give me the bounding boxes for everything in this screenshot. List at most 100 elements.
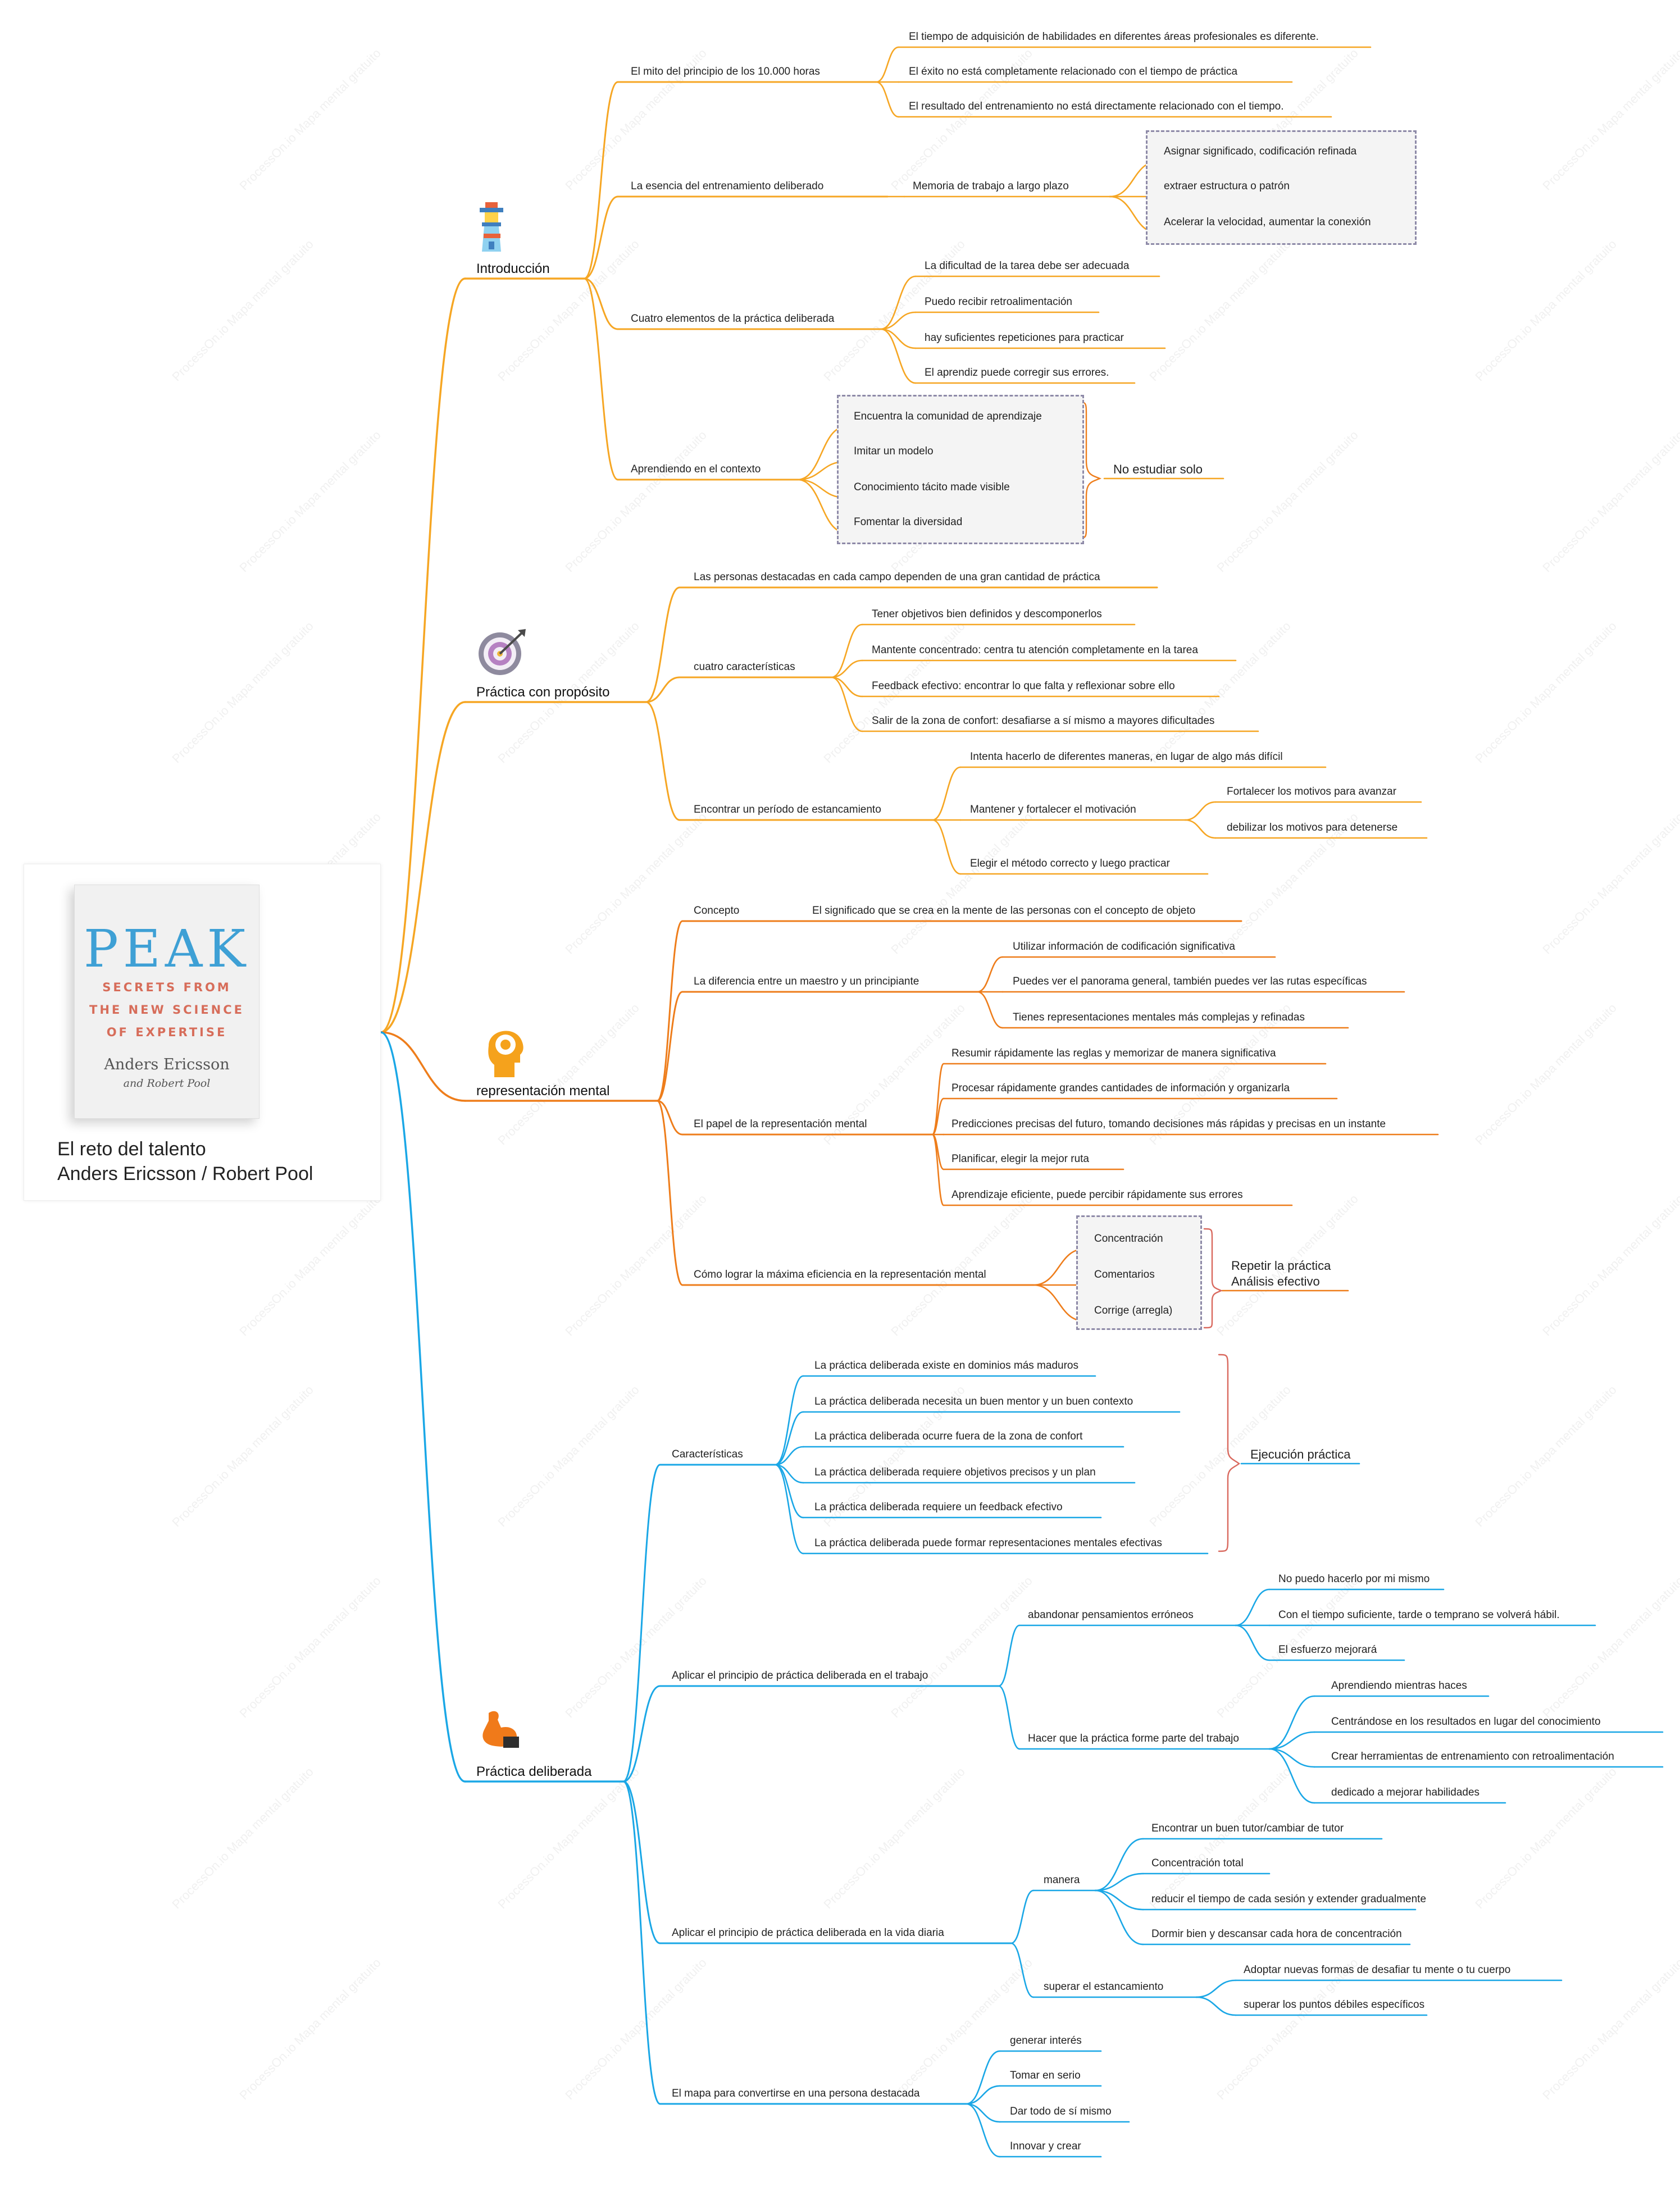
group-box-memoria — [1146, 130, 1417, 245]
leaf-caract-2[interactable]: Mantente concentrado: centra tu atención… — [872, 644, 1198, 656]
leaf-papel-3[interactable]: Predicciones precisas del futuro, tomand… — [951, 1118, 1386, 1130]
branch-introduccion[interactable]: Introducción — [476, 261, 550, 276]
node-mapa[interactable]: El mapa para convertirse en una persona … — [672, 2088, 920, 2099]
leaf-eficiencia-3[interactable]: Corrige (arregla) — [1094, 1305, 1173, 1316]
connector-151 — [1094, 1889, 1144, 1945]
leaf-elegir[interactable]: Elegir el método correcto y luego practi… — [970, 858, 1170, 869]
leaf-cuatro-4[interactable]: El aprendiz puede corregir sus errores. — [925, 367, 1109, 379]
connector-116 — [774, 1464, 804, 1484]
node-cuatro-elementos[interactable]: Cuatro elementos de la práctica delibera… — [631, 313, 835, 325]
leaf-delib-5[interactable]: La práctica deliberada requiere un feedb… — [814, 1501, 1063, 1513]
leaf-mapa-3[interactable]: Dar todo de sí mismo — [1010, 2106, 1112, 2117]
leaf-cuatro-2[interactable]: Puedo recibir retroalimentación — [925, 296, 1072, 308]
node-memoria[interactable]: Memoria de trabajo a largo plazo — [913, 180, 1069, 192]
leaf-manera-2[interactable]: Concentración total — [1151, 1857, 1244, 1869]
leaf-papel-4[interactable]: Planificar, elegir la mejor ruta — [951, 1153, 1089, 1165]
leaf-manera-4[interactable]: Dormir bien y descansar cada hora de con… — [1151, 1928, 1402, 1940]
node-hacer[interactable]: Hacer que la práctica forme parte del tr… — [1028, 1733, 1239, 1744]
node-cuatro-caracteristicas[interactable]: cuatro características — [694, 661, 795, 673]
connector-131 — [1235, 1624, 1271, 1661]
leaf-intenta[interactable]: Intenta hacerlo de diferentes maneras, e… — [970, 751, 1283, 763]
leaf-papel-5[interactable]: Aprendizaje eficiente, puede percibir rá… — [951, 1189, 1243, 1201]
summary-ejecucion[interactable]: Ejecución práctica — [1250, 1447, 1351, 1461]
node-caracteristicas[interactable]: Características — [672, 1448, 743, 1460]
leaf-hacer-1[interactable]: Aprendiendo mientras haces — [1331, 1680, 1467, 1692]
leaf-abandonar-1[interactable]: No puedo hacerlo por mi mismo — [1278, 1573, 1430, 1585]
connector-2 — [380, 1031, 466, 1102]
summary-analisis[interactable]: Análisis efectivo — [1231, 1274, 1320, 1288]
leaf-contexto-1[interactable]: Encuentra la comunidad de aprendizaje — [854, 411, 1042, 422]
node-eficiencia[interactable]: Cómo lograr la máxima eficiencia en la r… — [694, 1269, 986, 1281]
node-superar[interactable]: superar el estancamiento — [1044, 1981, 1164, 1993]
leaf-eficiencia-1[interactable]: Concentración — [1094, 1233, 1163, 1245]
leaf-contexto-2[interactable]: Imitar un modelo — [854, 445, 934, 457]
leaf-abandonar-2[interactable]: Con el tiempo suficiente, tarde o tempra… — [1278, 1609, 1560, 1621]
leaf-contexto-4[interactable]: Fomentar la diversidad — [854, 516, 963, 528]
branch-practica-deliberada[interactable]: Práctica deliberada — [476, 1764, 592, 1779]
leaf-cuatro-1[interactable]: La dificultad de la tarea debe ser adecu… — [925, 260, 1130, 272]
leaf-caract-4[interactable]: Salir de la zona de confort: desafiarse … — [872, 715, 1215, 727]
leaf-manera-3[interactable]: reducir el tiempo de cada sesión y exten… — [1151, 1893, 1427, 1905]
leaf-diferencia-2[interactable]: Puedes ver el panorama general, también … — [1013, 976, 1367, 987]
node-trabajo[interactable]: Aplicar el principio de práctica deliber… — [672, 1670, 928, 1682]
node-mito[interactable]: El mito del principio de los 10.000 hora… — [631, 66, 820, 78]
node-vida[interactable]: Aplicar el principio de práctica deliber… — [672, 1927, 944, 1939]
book-cover-author: Anders Ericsson — [104, 1056, 230, 1073]
leaf-papel-1[interactable]: Resumir rápidamente las reglas y memoriz… — [951, 1047, 1276, 1059]
leaf-delib-1[interactable]: La práctica deliberada existe en dominio… — [814, 1360, 1078, 1372]
node-manera[interactable]: manera — [1044, 1874, 1080, 1886]
leaf-mapa-2[interactable]: Tomar en serio — [1010, 2070, 1081, 2081]
connector-143 — [1010, 1942, 1035, 1998]
leaf-manera-1[interactable]: Encontrar un buen tutor/cambiar de tutor — [1151, 1822, 1344, 1834]
leaf-abandonar-3[interactable]: El esfuerzo mejorará — [1278, 1644, 1377, 1656]
leaf-esencia-3[interactable]: Acelerar la velocidad, aumentar la conex… — [1164, 216, 1371, 228]
leaf-delib-3[interactable]: La práctica deliberada ocurre fuera de l… — [814, 1430, 1083, 1442]
node-esencia[interactable]: La esencia del entrenamiento deliberado — [631, 180, 824, 192]
leaf-esencia-2[interactable]: extraer estructura o patrón — [1164, 180, 1290, 192]
node-concepto[interactable]: Concepto — [694, 905, 740, 917]
leaf-contexto-3[interactable]: Conocimiento tácito made visible — [854, 481, 1010, 493]
node-papel[interactable]: El papel de la representación mental — [694, 1118, 867, 1130]
leaf-delib-2[interactable]: La práctica deliberada necesita un buen … — [814, 1396, 1133, 1407]
node-abandonar[interactable]: abandonar pensamientos erróneos — [1028, 1609, 1194, 1621]
leaf-mito-1[interactable]: El tiempo de adquisición de habilidades … — [909, 31, 1319, 43]
leaf-cuatro-3[interactable]: hay suficientes repeticiones para practi… — [925, 332, 1124, 344]
leaf-hacer-3[interactable]: Crear herramientas de entrenamiento con … — [1331, 1751, 1614, 1762]
leaf-mito-3[interactable]: El resultado del entrenamiento no está d… — [909, 101, 1284, 112]
leaf-hacer-2[interactable]: Centrándose en los resultados en lugar d… — [1331, 1716, 1601, 1728]
leaf-delib-6[interactable]: La práctica deliberada puede formar repr… — [814, 1537, 1162, 1549]
leaf-diferencia-1[interactable]: Utilizar información de codificación sig… — [1013, 941, 1236, 953]
connector-112 — [774, 1411, 804, 1466]
connector-145 — [1094, 1838, 1144, 1892]
leaf-hacer-4[interactable]: dedicado a mejorar habilidades — [1331, 1787, 1480, 1798]
connector-125 — [998, 1685, 1021, 1750]
node-estancamiento[interactable]: Encontrar un período de estancamiento — [694, 804, 881, 815]
leaf-mantener-2[interactable]: debilizar los motivos para detenerse — [1227, 822, 1398, 833]
connector-30 — [880, 275, 917, 330]
leaf-caract-1[interactable]: Tener objetivos bien definidos y descomp… — [872, 608, 1102, 620]
node-destacadas[interactable]: Las personas destacadas en cada campo de… — [694, 571, 1100, 583]
node-contexto[interactable]: Aprendiendo en el contexto — [631, 463, 761, 475]
leaf-esencia-1[interactable]: Asignar significado, codificación refina… — [1164, 145, 1357, 157]
leaf-mapa-1[interactable]: generar interés — [1010, 2035, 1082, 2047]
leaf-mapa-4[interactable]: Innovar y crear — [1010, 2140, 1081, 2152]
branch-practica-proposito[interactable]: Práctica con propósito — [476, 685, 610, 700]
node-mantener[interactable]: Mantener y fortalecer el motivación — [970, 804, 1136, 815]
leaf-concepto[interactable]: El significado que se crea en la mente d… — [812, 905, 1196, 917]
leaf-papel-2[interactable]: Procesar rápidamente grandes cantidades … — [951, 1082, 1290, 1094]
book-cover-subtitle-1: SECRETS FROM — [102, 981, 231, 994]
leaf-eficiencia-2[interactable]: Comentarios — [1094, 1269, 1155, 1281]
leaf-delib-4[interactable]: La práctica deliberada requiere objetivo… — [814, 1466, 1096, 1478]
leaf-superar-1[interactable]: Adoptar nuevas formas de desafiar tu men… — [1244, 1964, 1511, 1976]
connector-77 — [656, 1100, 684, 1286]
leaf-mantener-1[interactable]: Fortalecer los motivos para avanzar — [1227, 786, 1397, 798]
leaf-mito-2[interactable]: El éxito no está completamente relaciona… — [909, 66, 1238, 78]
summary-no-estudiar-solo[interactable]: No estudiar solo — [1113, 462, 1203, 476]
leaf-caract-3[interactable]: Feedback efectivo: encontrar lo que falt… — [872, 680, 1175, 692]
book-cover-subtitle-2: THE NEW SCIENCE — [89, 1003, 244, 1017]
node-diferencia[interactable]: La diferencia entre un maestro y un prin… — [694, 976, 919, 987]
leaf-superar-2[interactable]: superar los puntos débiles específicos — [1244, 1999, 1425, 2011]
branch-representacion-mental[interactable]: representación mental — [476, 1083, 610, 1099]
leaf-diferencia-3[interactable]: Tienes representaciones mentales más com… — [1013, 1012, 1305, 1023]
summary-repetir[interactable]: Repetir la práctica — [1231, 1259, 1331, 1273]
